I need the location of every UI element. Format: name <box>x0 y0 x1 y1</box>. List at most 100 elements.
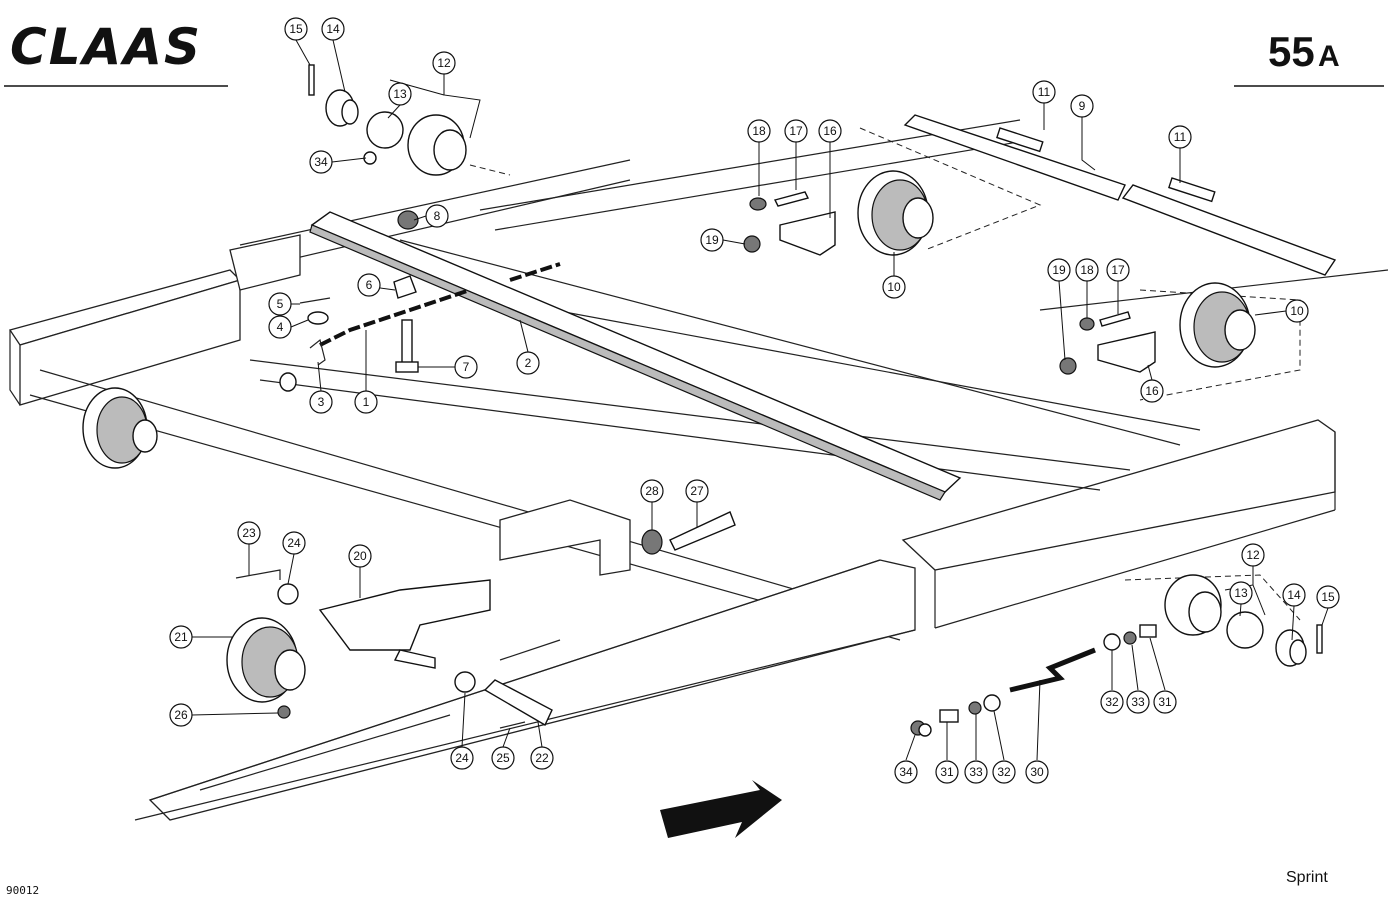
callout-circle <box>1025 760 1049 784</box>
callout-label: 19 <box>705 233 719 247</box>
callout-label: 15 <box>289 22 303 36</box>
callout-label: 3 <box>318 395 325 409</box>
callout-circle <box>1070 94 1094 118</box>
callout-label: 31 <box>1158 695 1172 709</box>
callout-label: 14 <box>1287 588 1301 602</box>
callout-circle <box>309 150 333 174</box>
callout-circle <box>882 275 906 299</box>
callouts: 15 14 12 13 34 8 18 17 16 19 10 11 9 11 … <box>169 17 1340 784</box>
callout-label: 27 <box>690 484 704 498</box>
callout-label: 11 <box>1038 85 1051 99</box>
callout-circle <box>1075 258 1099 282</box>
bearing-12-upper <box>308 64 467 176</box>
callout-label: 7 <box>463 360 470 374</box>
callout-circle <box>348 544 372 568</box>
callout-circle <box>1282 583 1306 607</box>
callout-circle <box>388 82 412 106</box>
callout-label: 22 <box>535 751 549 765</box>
callout-circle <box>491 746 515 770</box>
callout-label: 24 <box>455 751 469 765</box>
callout-label: 12 <box>1246 548 1260 562</box>
callout-circle <box>1140 379 1164 403</box>
callout-label: 33 <box>969 765 983 779</box>
model-name: Sprint <box>1286 869 1328 886</box>
roller-10-right <box>1179 282 1256 368</box>
callout-label: 13 <box>1234 586 1248 600</box>
callout-circle <box>1229 581 1253 605</box>
callout-label: 23 <box>242 526 256 540</box>
callout-label: 4 <box>277 320 284 334</box>
callout-circle <box>354 390 378 414</box>
callout-circle <box>516 351 540 375</box>
callout-circle <box>747 119 771 143</box>
callout-circle <box>700 228 724 252</box>
callout-circle <box>169 703 193 727</box>
callout-label: 24 <box>287 536 301 550</box>
small-hardware <box>277 151 1131 737</box>
callout-label: 20 <box>353 549 367 563</box>
callout-circle <box>1316 585 1340 609</box>
callout-label: 33 <box>1131 695 1145 709</box>
callout-circle <box>450 746 474 770</box>
callout-label: 15 <box>1321 590 1335 604</box>
callout-leaders <box>191 39 1329 761</box>
callout-label: 16 <box>823 124 837 138</box>
slat-bar <box>309 211 962 501</box>
callout-label: 2 <box>525 356 532 370</box>
callout-circle <box>432 51 456 75</box>
shaft-9 <box>903 114 1337 276</box>
callout-label: 32 <box>997 765 1011 779</box>
callout-label: 12 <box>437 56 451 70</box>
grease-line-30 <box>910 624 1157 736</box>
callout-circle <box>935 760 959 784</box>
callout-circle <box>1032 80 1056 104</box>
page-suffix: A <box>1318 40 1340 73</box>
callout-circle <box>237 521 261 545</box>
callout-circle <box>425 204 449 228</box>
callout-label: 13 <box>393 87 407 101</box>
callout-label: 28 <box>645 484 659 498</box>
callout-label: 11 <box>1174 130 1187 144</box>
callout-label: 34 <box>314 155 328 169</box>
callout-label: 9 <box>1079 99 1086 113</box>
callout-circle <box>357 273 381 297</box>
callout-circle <box>1241 543 1265 567</box>
callout-circle <box>282 531 306 555</box>
drawing-code: 90012 <box>6 884 39 897</box>
callout-circle <box>1047 258 1071 282</box>
frame-structure <box>8 119 1388 821</box>
callout-label: 32 <box>1105 695 1119 709</box>
callout-circle <box>284 17 308 41</box>
callout-circle <box>818 119 842 143</box>
bracket-16-upper <box>779 211 836 256</box>
bolt-27-28 <box>641 511 736 555</box>
callout-label: 25 <box>496 751 510 765</box>
callout-circle <box>530 746 554 770</box>
callout-label: 10 <box>1290 304 1304 318</box>
callout-label: 8 <box>434 209 441 223</box>
callout-label: 17 <box>1111 263 1125 277</box>
pin-22 <box>235 569 553 726</box>
bracket-16-right <box>1097 331 1156 373</box>
callout-label: 14 <box>326 22 340 36</box>
travel-direction-arrow-icon <box>660 780 782 838</box>
callout-label: 21 <box>174 630 188 644</box>
callout-label: 18 <box>1080 263 1094 277</box>
callout-circle <box>169 625 193 649</box>
brand-logo: CLAAS <box>10 18 202 76</box>
callout-label: 34 <box>899 765 913 779</box>
callout-circle <box>1126 690 1150 714</box>
page-number: 55 <box>1268 28 1315 75</box>
callout-circle <box>640 479 664 503</box>
callout-circle <box>894 760 918 784</box>
callout-circle <box>321 17 345 41</box>
callout-circle <box>685 479 709 503</box>
callout-circle <box>1106 258 1130 282</box>
callout-label: 16 <box>1145 384 1159 398</box>
callout-circle <box>1285 299 1309 323</box>
roller-left <box>82 387 158 469</box>
bracket-20 <box>318 579 491 669</box>
callout-label: 1 <box>363 395 370 409</box>
chain <box>319 262 561 347</box>
